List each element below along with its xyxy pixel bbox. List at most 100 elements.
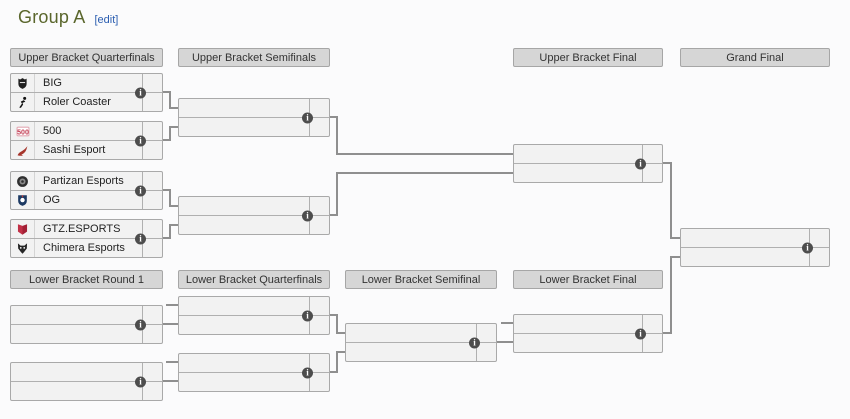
match-info-icon[interactable]: i bbox=[802, 242, 813, 253]
score-cell bbox=[309, 216, 329, 234]
empty-team-row bbox=[514, 334, 662, 352]
connector-line bbox=[163, 323, 178, 325]
score-cell bbox=[309, 373, 329, 391]
roler-coaster-skater-icon bbox=[11, 93, 35, 111]
team-name[interactable]: 500 bbox=[43, 125, 62, 137]
empty-team-row bbox=[11, 363, 162, 382]
match-lbsf: i bbox=[345, 323, 497, 362]
score-cell bbox=[142, 191, 162, 209]
connector-line bbox=[169, 126, 178, 128]
connector-line bbox=[163, 380, 178, 382]
connector-line bbox=[169, 205, 178, 207]
score-cell bbox=[809, 229, 829, 247]
match-grand-final: i bbox=[680, 228, 830, 267]
connector-line bbox=[169, 107, 178, 109]
match-lbqf2: i bbox=[178, 353, 330, 392]
empty-team-row bbox=[11, 382, 162, 400]
connector-line bbox=[336, 332, 345, 334]
empty-team-row bbox=[11, 306, 162, 325]
empty-team-row bbox=[179, 354, 329, 373]
connector-line bbox=[336, 351, 338, 373]
connector-line bbox=[336, 172, 338, 216]
score-cell bbox=[142, 220, 162, 238]
team-name[interactable]: Roler Coaster bbox=[43, 96, 111, 108]
team-name[interactable]: Sashi Esport bbox=[43, 144, 106, 156]
match-info-icon[interactable]: i bbox=[135, 319, 146, 330]
empty-team-row bbox=[179, 197, 329, 216]
empty-team-row bbox=[514, 164, 662, 182]
connector-line bbox=[330, 371, 338, 373]
big-crest-icon bbox=[11, 74, 35, 92]
connector-line bbox=[169, 91, 171, 109]
connector-line bbox=[336, 351, 345, 353]
score-cell bbox=[642, 334, 662, 352]
connector-line bbox=[670, 237, 680, 239]
match-info-icon[interactable]: i bbox=[135, 135, 146, 146]
match-ubf: i bbox=[513, 144, 663, 183]
team-name[interactable]: OG bbox=[43, 194, 61, 206]
match-info-icon[interactable]: i bbox=[135, 233, 146, 244]
match-lbr1-2: i bbox=[10, 362, 163, 401]
match-info-icon[interactable]: i bbox=[135, 185, 146, 196]
score-cell bbox=[476, 324, 496, 342]
team-row: Partizan Esports bbox=[11, 172, 162, 191]
score-cell bbox=[142, 74, 162, 92]
score-cell bbox=[142, 93, 162, 111]
og-shield-icon bbox=[11, 191, 35, 209]
round-header-lbr1: Lower Bracket Round 1 bbox=[10, 270, 163, 289]
empty-team-row bbox=[179, 99, 329, 118]
score-cell bbox=[142, 325, 162, 343]
score-cell bbox=[142, 363, 162, 381]
match-info-icon[interactable]: i bbox=[635, 158, 646, 169]
score-cell bbox=[142, 122, 162, 140]
team-name[interactable]: Partizan Esports bbox=[43, 175, 124, 187]
match-info-icon[interactable]: i bbox=[135, 376, 146, 387]
team-row: Chimera Esports bbox=[11, 239, 162, 257]
chimera-head-icon bbox=[11, 239, 35, 257]
team-name[interactable]: Chimera Esports bbox=[43, 242, 125, 254]
match-info-icon[interactable]: i bbox=[302, 310, 313, 321]
connector-line bbox=[169, 224, 178, 226]
match-ubqf1: BIG Roler Coaster i bbox=[10, 73, 163, 112]
connector-line bbox=[169, 126, 171, 141]
empty-team-row bbox=[179, 118, 329, 136]
round-header-ubsf: Upper Bracket Semifinals bbox=[178, 48, 330, 67]
loser-drop-stub-line bbox=[166, 361, 178, 363]
score-cell bbox=[142, 141, 162, 159]
empty-team-row bbox=[681, 229, 829, 248]
score-cell bbox=[642, 145, 662, 163]
empty-team-row bbox=[179, 316, 329, 334]
score-cell bbox=[642, 164, 662, 182]
score-cell bbox=[309, 197, 329, 215]
empty-team-row bbox=[514, 315, 662, 334]
team-row: BIG bbox=[11, 74, 162, 93]
match-info-icon[interactable]: i bbox=[302, 367, 313, 378]
gtz-emblem-icon bbox=[11, 220, 35, 238]
match-info-icon[interactable]: i bbox=[302, 112, 313, 123]
score-cell bbox=[309, 354, 329, 372]
empty-team-row bbox=[179, 216, 329, 234]
round-header-lbf: Lower Bracket Final bbox=[513, 270, 663, 289]
connector-line bbox=[663, 162, 672, 164]
connector-line bbox=[336, 172, 513, 174]
connector-line bbox=[169, 224, 171, 239]
empty-team-row bbox=[11, 325, 162, 343]
match-ubsf1: i bbox=[178, 98, 330, 137]
match-ubqf2: 500 500 Sashi Esport i bbox=[10, 121, 163, 160]
connector-line bbox=[330, 314, 338, 316]
team-name[interactable]: BIG bbox=[43, 77, 62, 89]
svg-text:500: 500 bbox=[17, 129, 29, 136]
score-cell bbox=[142, 172, 162, 190]
connector-line bbox=[169, 189, 171, 207]
empty-team-row bbox=[514, 145, 662, 164]
team-name[interactable]: GTZ.ESPORTS bbox=[43, 223, 121, 235]
edit-link[interactable]: [edit] bbox=[94, 14, 119, 26]
match-info-icon[interactable]: i bbox=[135, 87, 146, 98]
match-ubqf3: Partizan Esports OG i bbox=[10, 171, 163, 210]
team-row: OG bbox=[11, 191, 162, 209]
score-cell bbox=[142, 306, 162, 324]
match-info-icon[interactable]: i bbox=[469, 337, 480, 348]
match-info-icon[interactable]: i bbox=[302, 210, 313, 221]
match-info-icon[interactable]: i bbox=[635, 328, 646, 339]
